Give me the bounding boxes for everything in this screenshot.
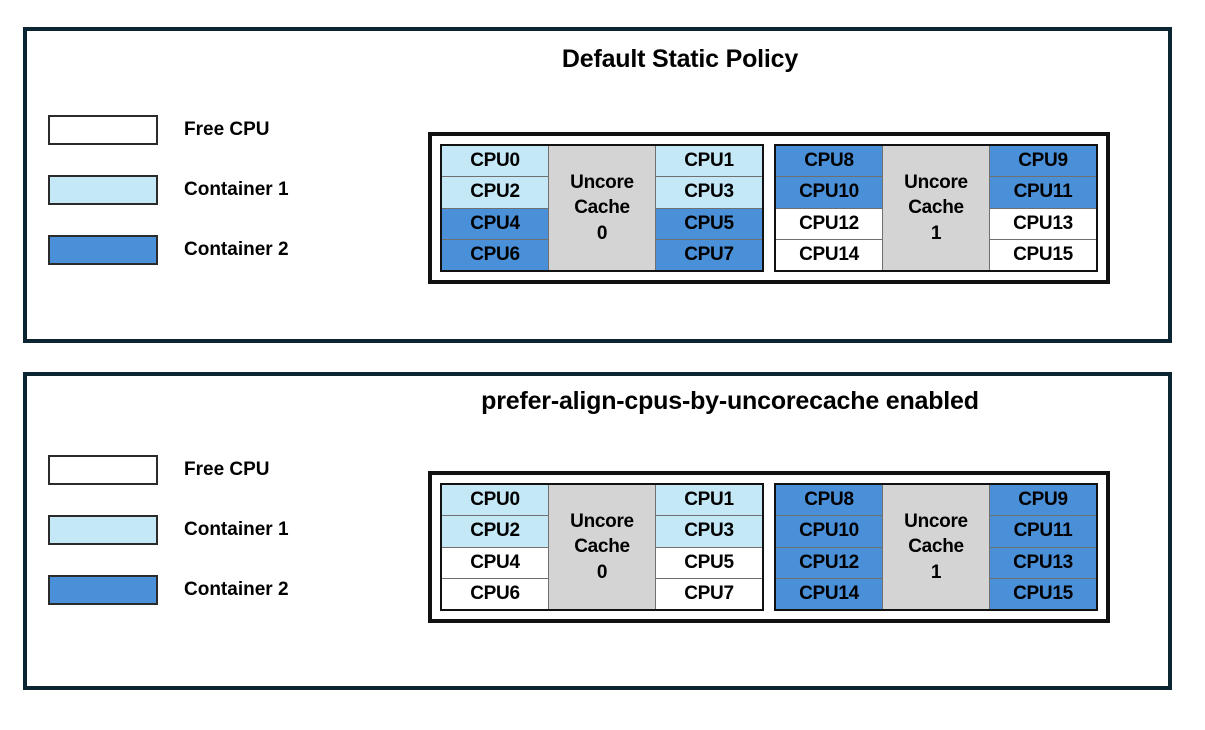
- uncore-cache-index: 0: [596, 561, 608, 583]
- legend-label-container-2: Container 2: [184, 239, 289, 260]
- socket-uncore-cache-0: CPU0 CPU2 CPU4 CPU6 Uncore Cache 0 CPU1 …: [440, 483, 764, 611]
- uncore-cache-index: 1: [930, 222, 942, 244]
- uncore-cache-label-line1: Uncore: [904, 510, 968, 532]
- cpu-cell: CPU6: [442, 239, 548, 270]
- legend-swatch-container-1: [48, 515, 158, 545]
- legend-swatch-container-2: [48, 235, 158, 265]
- uncore-cache-label-line2: Cache: [574, 197, 630, 219]
- cpu-cell: CPU13: [990, 547, 1096, 579]
- cpu-cell: CPU8: [776, 146, 882, 178]
- cpu-cell: CPU12: [776, 547, 882, 579]
- cpu-column-left-socket-1: CPU8 CPU10 CPU12 CPU14: [776, 146, 882, 270]
- cpu-cell: CPU11: [990, 177, 1096, 209]
- cpu-cell: CPU1: [656, 146, 762, 178]
- legend-item-container-2: Container 2: [48, 560, 378, 620]
- socket-uncore-cache-0: CPU0 CPU2 CPU4 CPU6 Uncore Cache 0 CPU1 …: [440, 144, 764, 272]
- socket-uncore-cache-1: CPU8 CPU10 CPU12 CPU14 Uncore Cache 1 CP…: [774, 144, 1098, 272]
- cpu-cell: CPU14: [776, 578, 882, 609]
- uncore-cache-block-1: Uncore Cache 1: [882, 485, 990, 609]
- cpu-cell: CPU7: [656, 578, 762, 609]
- uncore-cache-label-line1: Uncore: [904, 171, 968, 193]
- cpu-cell: CPU3: [656, 177, 762, 209]
- cpu-column-left-socket-0: CPU0 CPU2 CPU4 CPU6: [442, 485, 548, 609]
- legend-item-container-2: Container 2: [48, 220, 378, 280]
- cpu-cell: CPU1: [656, 485, 762, 517]
- cpu-cell: CPU4: [442, 208, 548, 240]
- cpu-column-right-socket-0: CPU1 CPU3 CPU5 CPU7: [656, 485, 762, 609]
- cpu-cell: CPU6: [442, 578, 548, 609]
- cpu-cell: CPU0: [442, 485, 548, 517]
- socket-uncore-cache-1: CPU8 CPU10 CPU12 CPU14 Uncore Cache 1 CP…: [774, 483, 1098, 611]
- uncore-cache-block-0: Uncore Cache 0: [548, 146, 656, 270]
- legend-item-container-1: Container 1: [48, 160, 378, 220]
- cpu-cell: CPU7: [656, 239, 762, 270]
- legend-item-free-cpu: Free CPU: [48, 440, 378, 500]
- uncore-cache-block-1: Uncore Cache 1: [882, 146, 990, 270]
- uncore-cache-label-line1: Uncore: [570, 510, 634, 532]
- cpu-cell: CPU12: [776, 208, 882, 240]
- cpu-cell: CPU15: [990, 239, 1096, 270]
- legend-default-static-policy: Free CPU Container 1 Container 2: [48, 100, 378, 280]
- legend-swatch-container-2: [48, 575, 158, 605]
- legend-item-container-1: Container 1: [48, 500, 378, 560]
- legend-swatch-free-cpu: [48, 115, 158, 145]
- cpu-cell: CPU15: [990, 578, 1096, 609]
- legend-label-free-cpu: Free CPU: [184, 119, 270, 140]
- legend-label-container-1: Container 1: [184, 179, 289, 200]
- legend-prefer-align-cpus-by-uncorecache: Free CPU Container 1 Container 2: [48, 440, 378, 620]
- cpu-cell: CPU14: [776, 239, 882, 270]
- legend-label-container-1: Container 1: [184, 519, 289, 540]
- cpu-cell: CPU5: [656, 547, 762, 579]
- cpu-cell: CPU5: [656, 208, 762, 240]
- cpu-cell: CPU11: [990, 516, 1096, 548]
- page-title-default-static-policy: Default Static Policy: [561, 45, 799, 73]
- legend-item-free-cpu: Free CPU: [48, 100, 378, 160]
- uncore-cache-index: 1: [930, 561, 942, 583]
- cpu-cell: CPU13: [990, 208, 1096, 240]
- cpu-cell: CPU9: [990, 146, 1096, 178]
- cpu-cell: CPU4: [442, 547, 548, 579]
- cpu-column-left-socket-1: CPU8 CPU10 CPU12 CPU14: [776, 485, 882, 609]
- uncore-cache-block-0: Uncore Cache 0: [548, 485, 656, 609]
- cpu-column-left-socket-0: CPU0 CPU2 CPU4 CPU6: [442, 146, 548, 270]
- cpu-cell: CPU10: [776, 177, 882, 209]
- cpu-topology-diagram-default-static-policy: CPU0 CPU2 CPU4 CPU6 Uncore Cache 0 CPU1 …: [428, 132, 1110, 284]
- legend-label-free-cpu: Free CPU: [184, 459, 270, 480]
- uncore-cache-label-line2: Cache: [908, 536, 964, 558]
- cpu-cell: CPU8: [776, 485, 882, 517]
- uncore-cache-label-line2: Cache: [908, 197, 964, 219]
- cpu-cell: CPU9: [990, 485, 1096, 517]
- legend-swatch-container-1: [48, 175, 158, 205]
- cpu-cell: CPU10: [776, 516, 882, 548]
- uncore-cache-label-line1: Uncore: [570, 171, 634, 193]
- uncore-cache-label-line2: Cache: [574, 536, 630, 558]
- cpu-cell: CPU3: [656, 516, 762, 548]
- legend-label-container-2: Container 2: [184, 579, 289, 600]
- uncore-cache-index: 0: [596, 222, 608, 244]
- cpu-cell: CPU0: [442, 146, 548, 178]
- cpu-cell: CPU2: [442, 516, 548, 548]
- cpu-topology-diagram-prefer-align-cpus-by-uncorecache: CPU0 CPU2 CPU4 CPU6 Uncore Cache 0 CPU1 …: [428, 471, 1110, 623]
- legend-swatch-free-cpu: [48, 455, 158, 485]
- cpu-column-right-socket-1: CPU9 CPU11 CPU13 CPU15: [990, 146, 1096, 270]
- cpu-column-right-socket-1: CPU9 CPU11 CPU13 CPU15: [990, 485, 1096, 609]
- cpu-cell: CPU2: [442, 177, 548, 209]
- cpu-column-right-socket-0: CPU1 CPU3 CPU5 CPU7: [656, 146, 762, 270]
- page-title-prefer-align-cpus-by-uncorecache: prefer-align-cpus-by-uncorecache enabled: [481, 387, 979, 415]
